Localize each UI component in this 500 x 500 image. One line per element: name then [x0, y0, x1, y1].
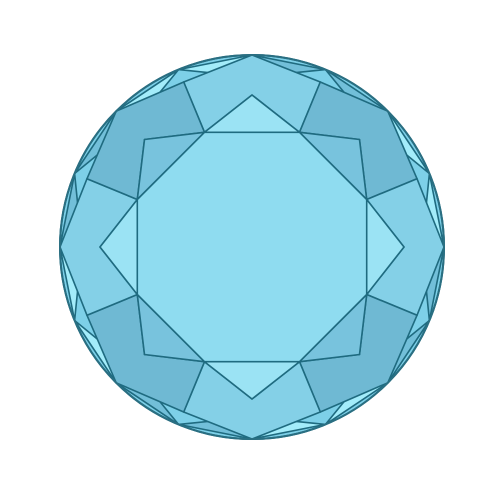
gem-facets-group: [59, 54, 445, 440]
table-facet: [136, 131, 368, 363]
gem-rim: [59, 54, 445, 440]
